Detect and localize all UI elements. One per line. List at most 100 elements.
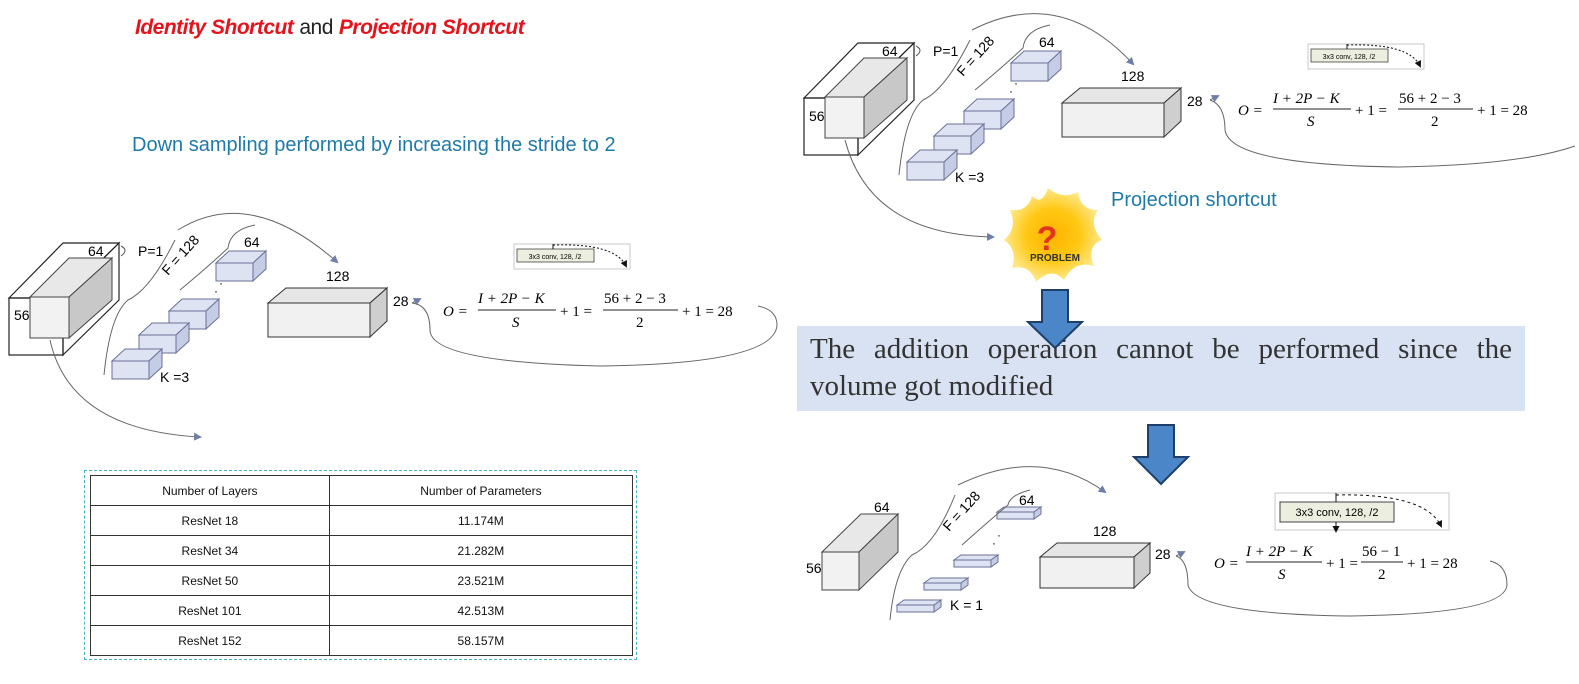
rb-formula: O = I + 2P − K S + 1 = 56 − 1 2 + 1 = 28 — [1214, 544, 1458, 583]
rb-loop-curve — [1175, 555, 1508, 617]
rt-skip-arrow — [844, 139, 995, 241]
formula-num1: I + 2P − K — [1272, 91, 1341, 107]
problem-blob — [1004, 188, 1102, 282]
rb-kernel: K = 1 — [950, 597, 983, 613]
problem-box — [797, 326, 1525, 411]
rt-input-volume — [823, 56, 909, 140]
left-conv-label: 3x3 conv, 128, /2 — [513, 243, 631, 270]
cell-params: 23.521M — [328, 565, 634, 596]
rt-formula: O = I + 2P − K S + 1 = 56 + 2 − 3 2 + 1 … — [1238, 91, 1528, 130]
left-kernel: K =3 — [160, 369, 189, 385]
table-header-row: Number of Layers Number of Parameters — [90, 475, 634, 506]
rb-filter-cubes — [895, 506, 1043, 613]
left-out-depth: 128 — [326, 268, 350, 284]
projection-shortcut-label: Projection shortcut — [1111, 189, 1277, 211]
rt-dots: · — [1009, 84, 1013, 98]
formula-result: + 1 = 28 — [682, 304, 733, 320]
rb-filter-depth: 64 — [1019, 492, 1035, 508]
left-dots: · — [214, 284, 218, 298]
left-loop-arrowhead — [411, 298, 422, 306]
left-conv-arrow — [177, 212, 339, 264]
cell-layers: ResNet 50 — [90, 565, 330, 596]
rt-filters: F = 128 — [953, 33, 997, 79]
formula-den1: S — [1307, 114, 1315, 130]
rt-filter-cubes — [905, 49, 1063, 182]
right-top-diagram: 64 56 P=1 F = 128 64 · · K =3 128 28 O =… — [802, 13, 1576, 241]
header-params: Number of Parameters — [328, 475, 634, 506]
cell-layers: ResNet 34 — [90, 535, 330, 566]
rt-padding: P=1 — [933, 43, 959, 59]
rt-brace — [915, 45, 921, 57]
conv-text: 3x3 conv, 128, /2 — [529, 254, 582, 261]
left-depth: 64 — [88, 243, 104, 259]
formula-num2: 56 + 2 − 3 — [1399, 91, 1461, 107]
down-arrow-icon — [1025, 289, 1085, 350]
rt-loop-curve — [1209, 99, 1576, 168]
rb-out-size: 28 — [1155, 546, 1171, 562]
rt-conv-arrow — [971, 13, 1135, 66]
formula-num1: I + 2P − K — [1245, 544, 1314, 560]
rb-dots: · — [997, 528, 1001, 542]
formula-o: O = — [1214, 556, 1239, 572]
rt-out-depth: 128 — [1121, 68, 1145, 84]
formula-result: + 1 = 28 — [1477, 103, 1528, 119]
conv-text: 3x3 conv, 128, /2 — [1296, 507, 1379, 519]
problem-text: The addition operation cannot be perform… — [810, 333, 1512, 402]
rb-filters: F = 128 — [939, 488, 983, 534]
rb-size: 56 — [806, 560, 822, 576]
left-loop-curve — [411, 302, 778, 367]
formula-den2: 2 — [1378, 567, 1386, 583]
rb-conv-label: 3x3 conv, 128, /2 — [1274, 492, 1450, 533]
left-size: 56 — [14, 307, 30, 323]
cell-layers: ResNet 152 — [90, 625, 330, 656]
left-input-volume — [28, 256, 114, 340]
rb-output-volume — [1038, 541, 1152, 590]
left-filter-cubes — [110, 249, 268, 381]
formula-plus1: + 1 = — [1355, 103, 1387, 119]
rb-input-volume — [820, 512, 900, 592]
rb-filter-bracket — [889, 494, 956, 621]
downsampling-note: Down sampling performed by increasing th… — [132, 134, 616, 156]
cell-params: 11.174M — [328, 505, 634, 536]
left-output-volume — [266, 286, 389, 339]
left-formula: O = I + 2P − K S + 1 = 56 + 2 − 3 2 + 1 … — [443, 291, 733, 331]
rb-loop-arrowhead — [1175, 551, 1186, 559]
rt-filter-bracket — [974, 24, 1051, 91]
formula-num2: 56 − 1 — [1362, 544, 1400, 560]
formula-den2: 2 — [1431, 114, 1439, 130]
left-out-size: 28 — [393, 293, 409, 309]
left-brace — [120, 245, 126, 257]
problem-badge-text: PROBLEM — [1030, 253, 1080, 264]
left-dots: · — [219, 276, 223, 290]
rt-conv-label: 3x3 conv, 128, /2 — [1307, 43, 1425, 70]
question-mark-icon: ? — [1037, 220, 1058, 258]
header-layers: Number of Layers — [90, 475, 330, 506]
left-filters: F = 128 — [158, 232, 202, 278]
cell-params: 42.513M — [328, 595, 634, 626]
left-diagram: 64 56 P=1 F = 128 64 · · K =3 128 28 — [7, 212, 778, 441]
rb-filter-bracket — [961, 489, 1031, 546]
title-identity: Identity Shortcut — [135, 16, 294, 39]
problem-badge: ? PROBLEM — [1004, 188, 1102, 282]
formula-num1: I + 2P − K — [477, 291, 546, 307]
rt-size: 56 — [809, 108, 825, 124]
formula-result: + 1 = 28 — [1407, 556, 1458, 572]
formula-plus1: + 1 = — [560, 304, 592, 320]
left-filter-bracket — [179, 224, 256, 291]
rb-depth: 64 — [874, 499, 890, 515]
rt-out-size: 28 — [1187, 93, 1203, 109]
rb-out-depth: 128 — [1093, 523, 1117, 539]
table-dashed-frame — [84, 470, 637, 660]
title-projection: Projection Shortcut — [338, 16, 525, 39]
rt-output-volume — [1060, 86, 1183, 139]
left-filter-bracket — [103, 239, 176, 376]
formula-num2: 56 + 2 − 3 — [604, 291, 666, 307]
formula-o: O = — [1238, 103, 1263, 119]
down-arrow-icon — [1131, 424, 1191, 486]
